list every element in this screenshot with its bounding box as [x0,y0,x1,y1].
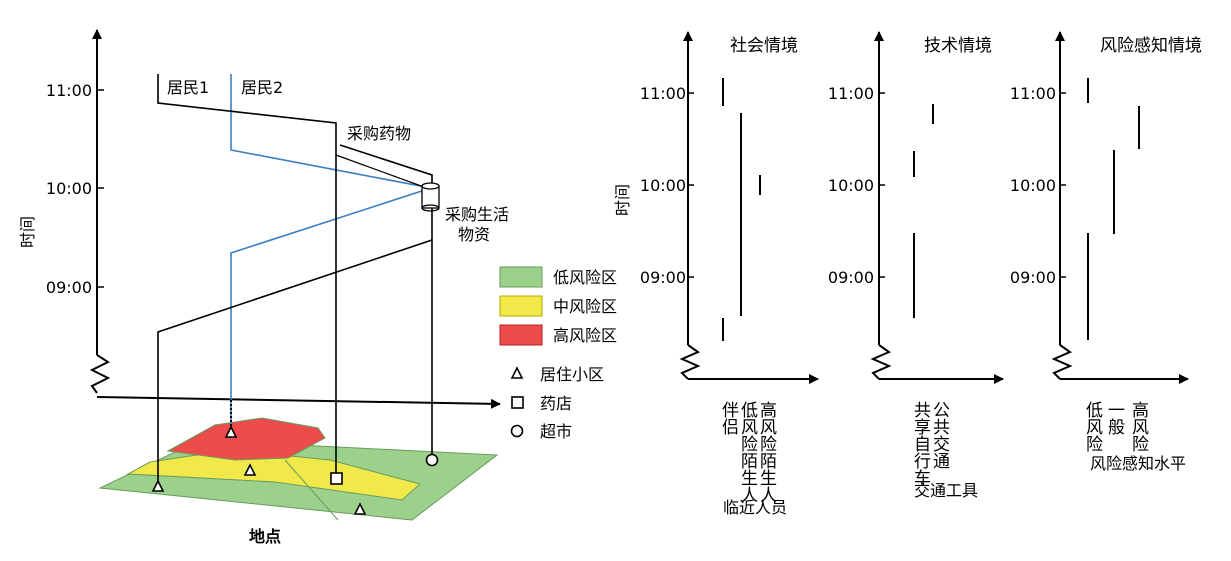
legend-low-label: 低风险区 [553,268,617,287]
tech-title: 技术情境 [924,36,992,56]
residential-marker-1 [151,479,165,492]
legend-residential-label: 居住小区 [540,365,604,384]
legend-mid-label: 中风险区 [553,297,617,316]
social-col-2: 低风险陌生人 [737,401,758,503]
buy-supplies-label-2: 物资 [458,225,490,244]
social-col-1: 伴侣 [718,401,739,435]
y-axis-label: 时间 [18,216,37,248]
resident1-supply-link [335,154,433,191]
risk-tick-label-1100: 11:00 [1010,84,1056,103]
supermarket-stay-icon [421,182,440,212]
social-title: 社会情境 [730,36,798,56]
risk-col-1: 低风险 [1082,401,1103,452]
legend-high-label: 高风险区 [553,326,617,345]
tech-col-2: 公共交通 [929,401,950,469]
tech-tick-label-1100: 11:00 [828,84,874,103]
legend-high-swatch [499,324,543,346]
legend-mid-swatch [499,295,543,317]
axis-break [89,354,111,394]
risk-tick-label-1000: 10:00 [1010,176,1056,195]
resident1-path-3 [157,239,433,486]
pharmacy-marker [330,472,343,485]
legend-residential-icon [510,366,524,379]
tick-label-1100: 11:00 [46,81,92,100]
social-axis-break [679,344,701,380]
legend-supermarket-icon [510,424,524,438]
legend-low-swatch [499,266,543,288]
resident2-label: 居民2 [241,78,283,97]
legend-supermarket-label: 超市 [540,422,572,441]
risk-title: 风险感知情境 [1100,36,1202,56]
tech-axis-break [870,344,892,380]
residential-marker-2 [224,425,238,438]
buy-supplies-label-1: 采购生活 [445,205,509,224]
tick-label-1000: 10:00 [46,179,92,198]
high-risk-area [166,417,326,461]
legend-pharmacy-icon [511,396,524,409]
social-context-panel: 11:00 10:00 09:00 时间 社会情境 伴侣 低风险陌生人 高风险陌… [613,31,819,517]
x-axis-label: 地点 [249,527,281,546]
social-tick-label-1000: 10:00 [640,176,686,195]
risk-col-3: 高风险 [1128,401,1149,452]
supermarket-marker [425,453,439,467]
tech-col-1: 共享自行车 [910,401,931,486]
tech-tick-label-1000: 10:00 [828,176,874,195]
resident1-path-2 [339,144,433,458]
risk-col-2: 一般 [1104,401,1125,436]
tech-context-panel: 11:00 10:00 09:00 技术情境 共享自行车 公共交通 交通工具 [828,31,1004,500]
resident1-path [157,74,337,476]
risk-perception-panel: 11:00 10:00 09:00 风险感知情境 低风险 一般 高风险 风险感知… [1010,31,1202,473]
social-col-3: 高风险陌生人 [756,401,777,503]
buy-medicine-label: 采购药物 [347,124,411,143]
social-tick-label-0900: 09:00 [640,268,686,287]
social-x-axis-label: 临近人员 [723,498,787,517]
social-tick-label-1100: 11:00 [640,84,686,103]
tech-x-axis-label: 交通工具 [914,481,978,500]
residential-marker-4 [353,502,367,515]
legend-pharmacy-label: 药店 [540,394,572,413]
risk-x-axis-label: 风险感知水平 [1090,454,1186,473]
social-y-axis-label: 时间 [613,184,632,216]
risk-axis-break [1051,344,1073,380]
risk-tick-label-0900: 09:00 [1010,268,1056,287]
map-division-line [284,459,339,521]
tech-tick-label-0900: 09:00 [828,268,874,287]
resident1-label: 居民1 [167,78,209,97]
residential-marker-3 [243,463,257,476]
place-axis [96,396,501,409]
tick-label-0900: 09:00 [46,278,92,297]
space-time-path-panel: 11:00 10:00 09:00 时间 地点 居民1 居民2 采购药物 采购生… [18,29,617,546]
